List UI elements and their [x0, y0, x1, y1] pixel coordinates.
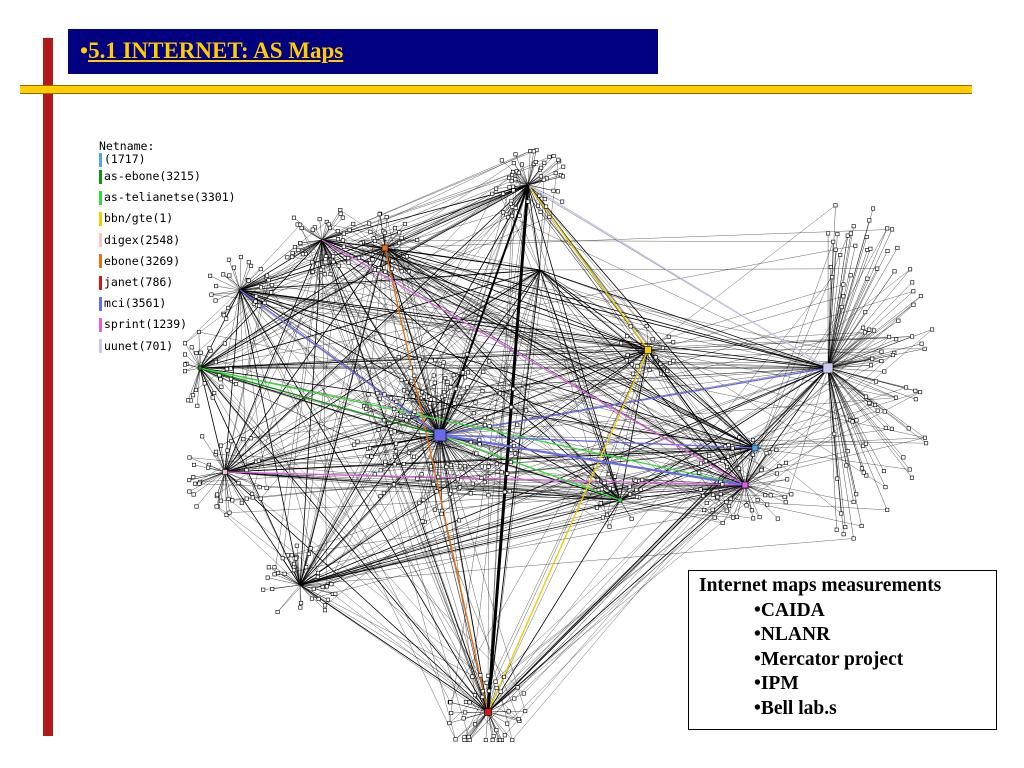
- measurements-heading: Internet maps measurements: [699, 575, 942, 596]
- legend-swatch: [99, 296, 102, 311]
- legend-item: digex(2548): [99, 230, 236, 251]
- measurement-label: NLANR: [760, 624, 831, 645]
- legend-swatch: [99, 190, 102, 205]
- measurements-box: Internet maps measurements •CAIDA•NLANR•…: [688, 570, 997, 730]
- legend-swatch: [99, 152, 102, 167]
- legend-item: sprint(1239): [99, 314, 236, 335]
- legend-label: ebone(3269): [104, 253, 181, 268]
- measurement-item: •NLANR: [699, 623, 996, 648]
- legend-label: uunet(701): [104, 338, 174, 353]
- legend-swatch: [99, 211, 102, 226]
- measurement-label: CAIDA: [760, 599, 825, 621]
- legend-item: (1717): [99, 152, 236, 167]
- legend-label: (1717): [104, 151, 146, 166]
- legend-label: bbn/gte(1): [104, 211, 174, 226]
- legend-swatch: [99, 254, 102, 269]
- legend-item: ebone(3269): [99, 251, 236, 272]
- legend-item: bbn/gte(1): [99, 208, 236, 229]
- netname-legend: Netname: (1717) as-ebone(3215) as-telianet…: [99, 140, 236, 357]
- left-accent-bar: [43, 38, 53, 736]
- legend-item: uunet(701): [99, 336, 236, 357]
- measurement-item: •IPM: [699, 672, 996, 697]
- legend-item: as-telianetse(3301): [99, 187, 236, 208]
- measurement-item: •CAIDA: [699, 599, 996, 624]
- measurement-label: IPM: [760, 673, 799, 694]
- legend-item: janet(786): [99, 272, 236, 293]
- legend-item: as-ebone(3215): [99, 166, 236, 187]
- bullet: •: [754, 697, 761, 719]
- legend-swatch: [99, 275, 102, 290]
- slide-title: •5.1 INTERNET: AS Maps: [80, 38, 343, 64]
- network-nodes: [183, 148, 935, 742]
- bullet: •: [754, 624, 761, 645]
- bullet: •: [754, 648, 761, 670]
- measurement-label: Mercator project: [760, 648, 904, 670]
- legend-label: digex(2548): [104, 232, 181, 247]
- measurement-item: •Mercator project: [699, 648, 996, 673]
- measurement-label: Bell lab.s: [760, 697, 837, 719]
- legend-label: mci(3561): [104, 296, 167, 311]
- legend-label: sprint(1239): [104, 317, 188, 332]
- legend-swatch: [99, 317, 102, 332]
- network-edges: [184, 150, 933, 741]
- measurement-item: •Bell lab.s: [699, 697, 996, 722]
- legend-label: as-ebone(3215): [104, 169, 201, 183]
- legend-item: mci(3561): [99, 293, 236, 314]
- title-text: 5.1 INTERNET: AS Maps: [88, 38, 344, 63]
- legend-label: janet(786): [104, 274, 174, 289]
- legend-swatch: [99, 169, 102, 184]
- bullet: •: [754, 599, 761, 621]
- bullet: •: [754, 673, 761, 694]
- title-rule: [20, 85, 972, 94]
- title-banner: •5.1 INTERNET: AS Maps: [68, 29, 658, 74]
- legend-label: as-telianetse(3301): [104, 190, 236, 205]
- title-bullet: •: [80, 38, 89, 63]
- legend-swatch: [99, 233, 102, 248]
- legend-swatch: [99, 339, 102, 354]
- legend-header: Netname:: [99, 139, 155, 153]
